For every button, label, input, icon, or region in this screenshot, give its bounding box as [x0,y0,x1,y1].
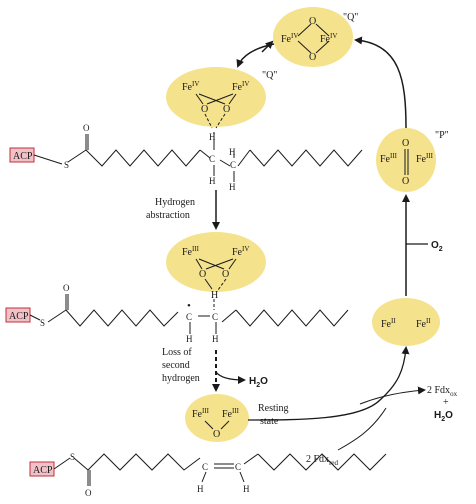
second-label: second [162,360,190,371]
carbonyl-o-2: O [63,283,70,293]
ferrous-fe-right: FeII [416,317,431,330]
q-label: "Q" [262,70,277,81]
q-fe-left: FeIV [182,80,199,93]
substrate-chain-1 [33,132,363,182]
resting-label: Resting [258,403,289,414]
q-top-fe-right: FeIV [320,32,337,45]
radical-dot: • [187,300,191,312]
p-fe-left: FeIII [380,152,398,165]
radical-complex-ellipse [166,232,266,292]
q-complex-ellipse [166,67,266,127]
radical-o-left: O [199,269,206,280]
p-label: "P" [435,130,449,141]
q-top-fe-left: FeIV [281,32,298,45]
acp-label-2: ACP [9,311,29,322]
water-product-2: H2O [434,410,453,423]
plus-label: + [443,397,449,408]
sulfur-3: S [70,452,75,462]
h-c10-lower: H [229,182,236,192]
hydrogen-label-2: hydrogen [162,373,200,384]
p-complex-ellipse [376,128,436,192]
o2-label: O2 [431,240,443,253]
fdx-red-label: 2 Fdxred [306,454,339,467]
radical-bonds [195,258,237,290]
rest-fe-right: FeIII [222,407,240,420]
arrow-q-binding [236,43,275,68]
q-complex-top-ellipse [273,7,353,67]
sulfur-1: S [64,160,69,170]
q-top-o-upper: O [309,16,316,27]
p-bonds [404,149,409,175]
substrate-chain-2 [29,294,349,334]
h-c9-3: H [197,484,204,494]
h-c10-upper: H [229,147,236,157]
q-top-o-lower: O [309,52,316,63]
arrow-water-release [215,371,246,384]
ferrous-fe-left: FeII [381,317,396,330]
diferrous-ellipse [372,298,440,346]
c10-2: C [212,312,218,322]
rest-bonds [204,420,230,430]
p-fe-right: FeIII [416,152,434,165]
q-o-right: O [223,104,230,115]
c9-3: C [202,462,208,472]
radical-hydrogen-dashes [213,278,227,310]
sulfur-2: S [40,318,45,328]
arrow-p-to-q [354,36,407,129]
acp-label-3: ACP [33,465,53,476]
product-chain [53,453,387,486]
c10-3: C [235,462,241,472]
abstraction-label: abstraction [146,210,190,221]
water-product-1: H2O [249,376,268,389]
c9-2: C [186,312,192,322]
h-c10-3: H [243,484,250,494]
arrow-fdx-out [359,386,426,405]
arrow-reduction [247,346,410,421]
h-abstract-1: H [209,132,216,142]
hydrogen-label: Hydrogen [155,197,195,208]
resting-state-ellipse [185,394,249,442]
radical-fe-left: FeIII [182,245,200,258]
radical-bound-h: H [211,290,218,301]
q-fe-right: FeIV [232,80,249,93]
state-label: state [260,416,279,427]
p-o-lower: O [402,176,409,187]
c9-1: C [209,154,215,164]
rest-o: O [213,429,220,440]
c10-1: C [230,160,236,170]
fdx-ox-label: 2 Fdxox [427,385,458,398]
arrow-q-reverse [261,40,274,53]
radical-fe-right: FeIV [232,245,249,258]
q-hydrogen-dashes [204,113,226,129]
h-c10-2: H [212,334,219,344]
q-top-diamond [297,23,330,54]
h-c9-2: H [186,334,193,344]
q-o-left: O [201,104,208,115]
h-c9-lower: H [209,176,216,186]
q-bonds [195,93,237,105]
radical-o-right: O [222,269,229,280]
p-o-upper: O [402,138,409,149]
carbonyl-o-1: O [83,123,90,133]
q-top-label: "Q" [343,12,358,23]
loss-of-label: Loss of [162,347,192,358]
rest-fe-left: FeIII [192,407,210,420]
arrow-fdx-in [337,407,387,451]
carbonyl-o-3: O [85,488,92,498]
acp-label-1: ACP [13,151,33,162]
